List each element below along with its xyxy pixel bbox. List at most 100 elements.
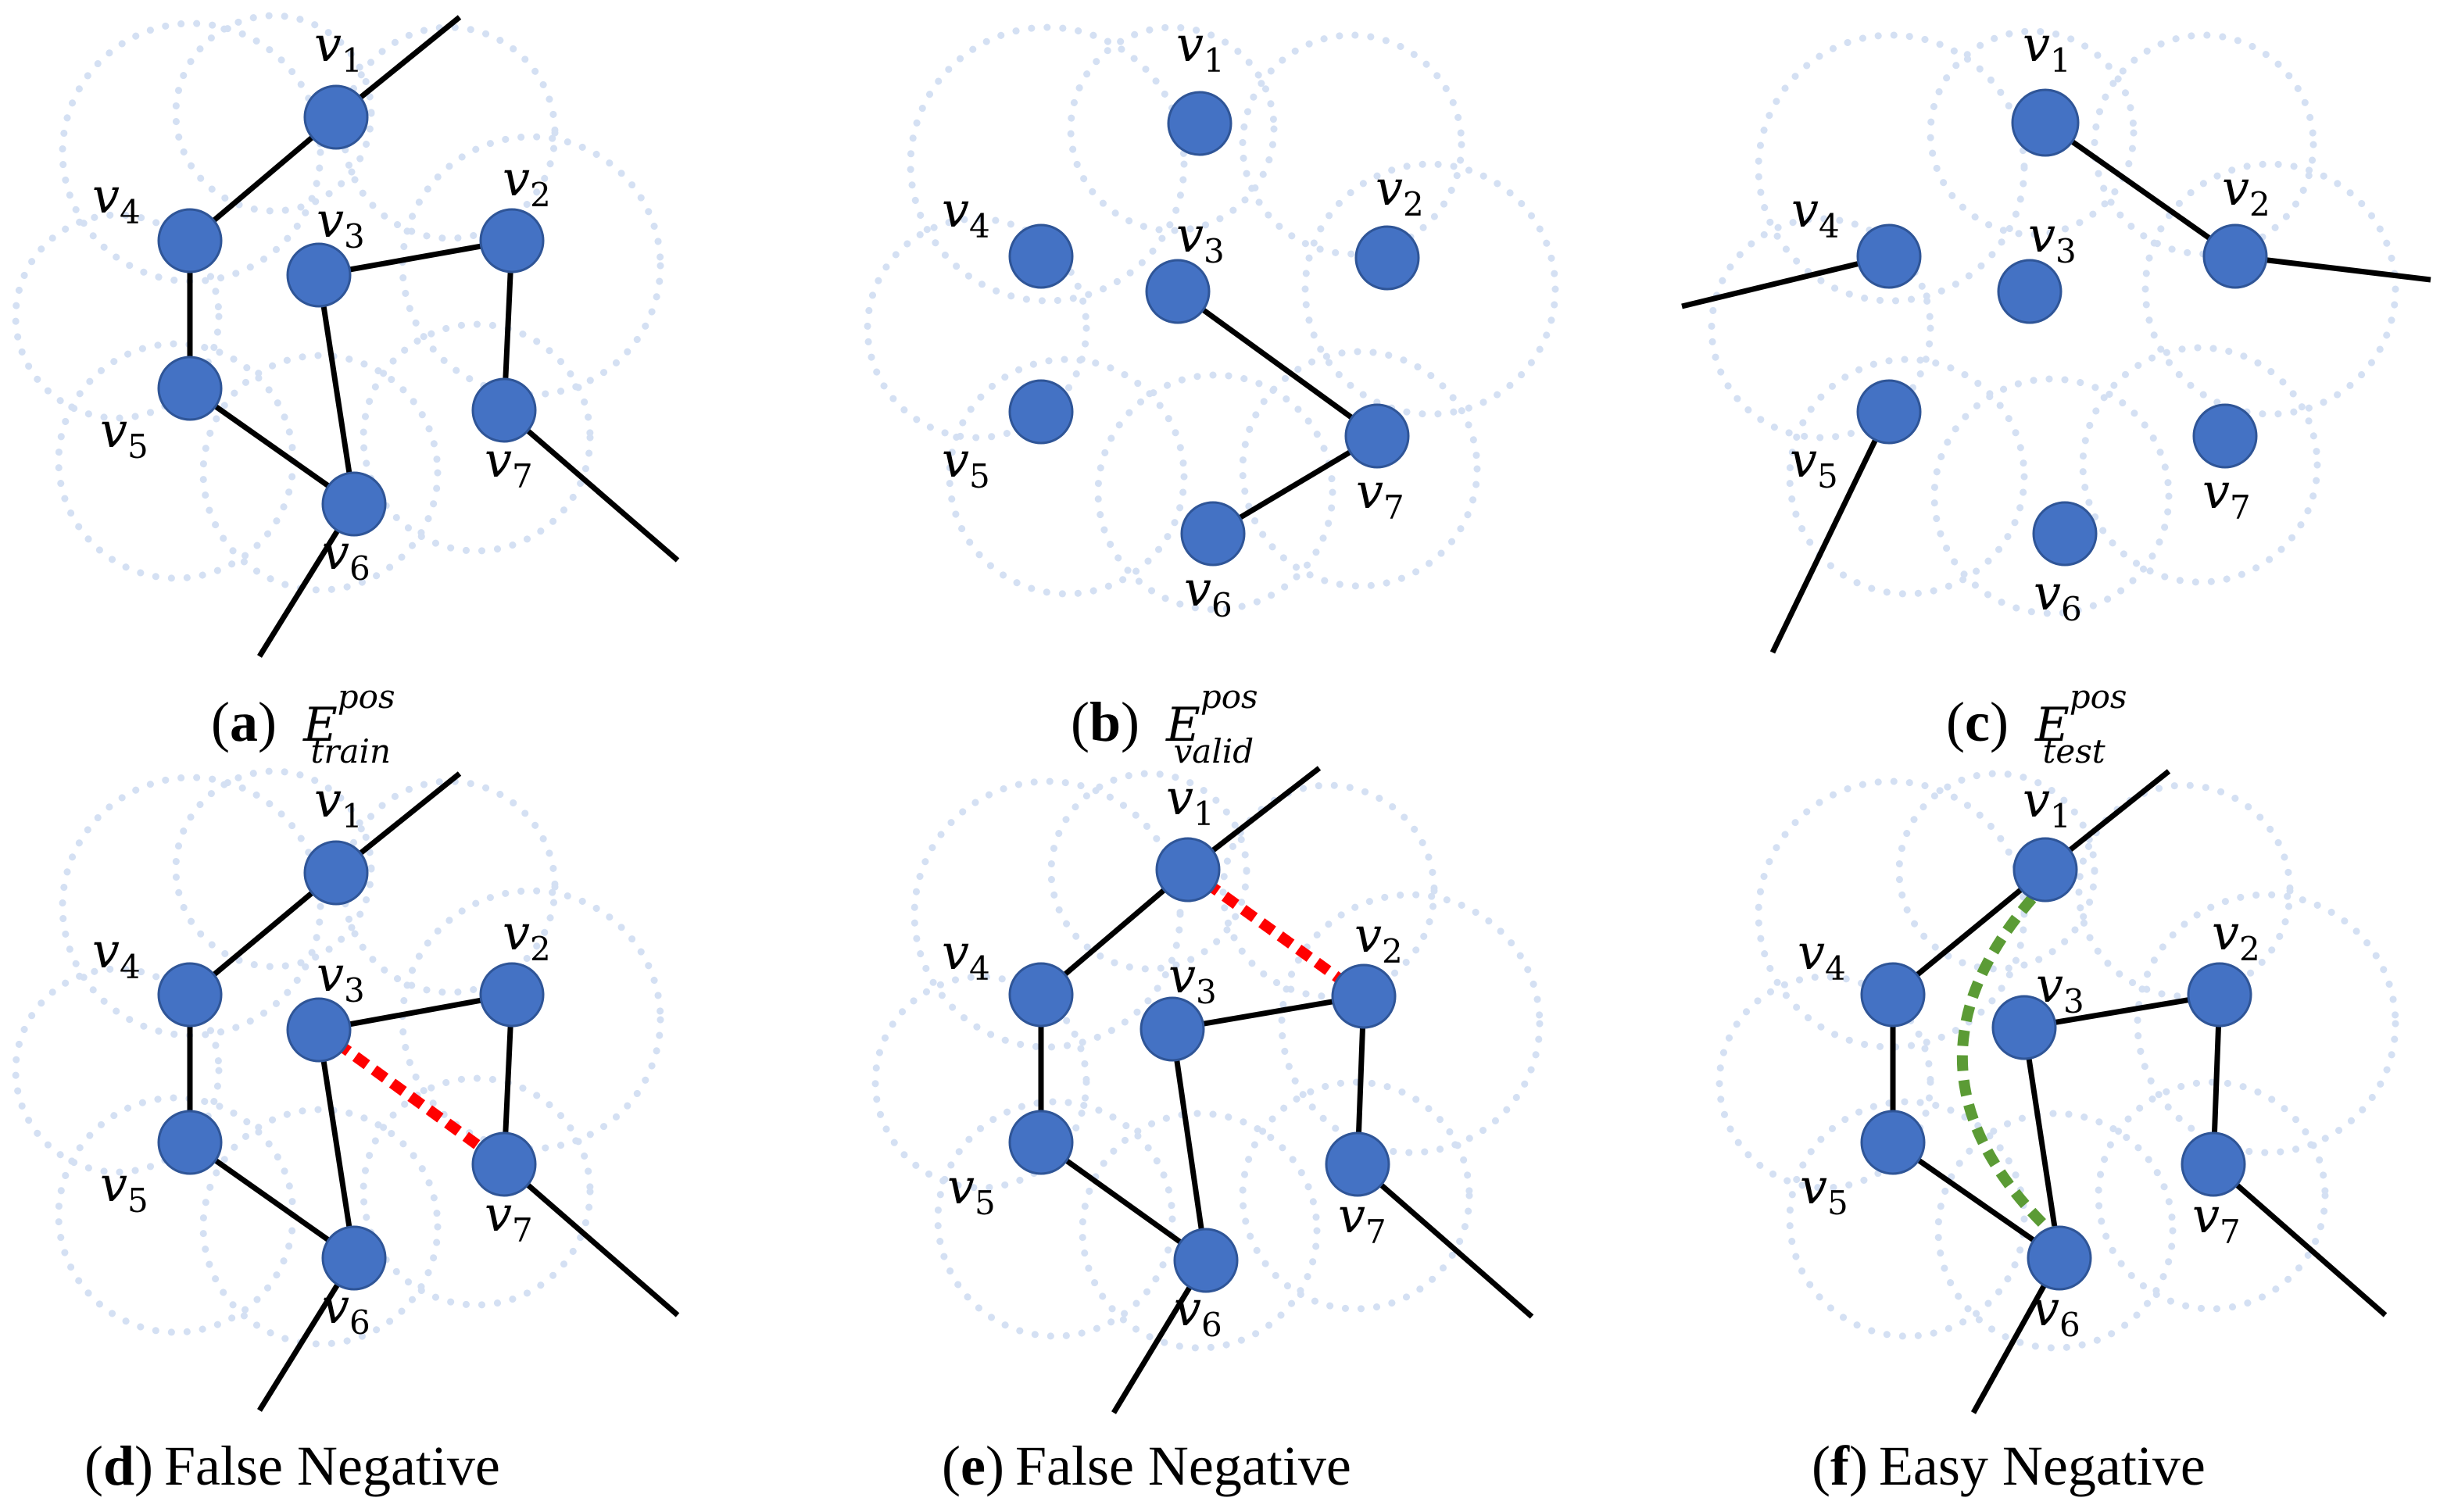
node-v6 [1180,501,1246,567]
label-v3: v3 [317,945,365,1010]
caption-d: (d)False Negative [84,1435,500,1497]
node-v5 [1008,379,1074,445]
node-v4 [157,208,223,273]
node-labels: v1 v2 v3 v4 v5 v6 v7 [942,16,1424,624]
neighborhood-clouds [871,770,1544,1352]
node-v6 [1173,1228,1239,1293]
graph-edges [187,15,680,658]
edge-v7-out [2211,1162,2388,1317]
node-v7 [2181,1131,2246,1197]
graph-nodes [1008,837,1397,1293]
label-v6: v6 [2032,1280,2080,1344]
graph-nodes [1008,91,1420,567]
label-v3: v3 [2036,956,2084,1021]
edge-v3-v6 [1169,1028,1209,1261]
node-v1 [2012,837,2078,903]
label-v2: v2 [1354,906,1403,970]
label-v7: v7 [485,431,533,495]
label-v1: v1 [314,16,363,80]
node-v6 [321,1225,387,1291]
label-v7: v7 [2192,1187,2241,1251]
label-v2: v2 [2212,904,2260,968]
edge-v3-v6 [2021,1027,2063,1259]
label-v7: v7 [1356,463,1404,527]
label-v5: v5 [1790,431,1838,495]
node-v1 [1155,837,1221,903]
edge-v4-out [1681,253,1890,309]
label-v3: v3 [317,191,365,256]
node-v1 [2011,88,2080,157]
node-v4 [1008,962,1074,1028]
edge-v3-v2 [318,992,513,1033]
label-v6: v6 [2034,564,2082,628]
label-v4: v4 [92,922,141,986]
node-v2 [1331,963,1397,1029]
graph-edges [1038,766,1534,1414]
node-v6 [321,471,387,537]
label-v7: v7 [2202,463,2251,527]
label-v6: v6 [1184,560,1233,624]
node-v1 [303,84,369,150]
node-v3 [286,242,352,308]
node-v5 [1860,1110,1926,1175]
easy-negative-edge-v1-v6 [1956,895,2055,1237]
node-labels: v1 v2 v3 v4 v5 v6 v7 [1798,771,2260,1344]
node-labels: v1 v2 v3 v4 v5 v6 v7 [942,769,1403,1344]
node-v2 [2202,223,2268,289]
node-v3 [1145,259,1211,324]
label-v4: v4 [942,181,990,245]
graph-nodes [157,84,545,537]
edge-v5-v6 [1891,1140,2061,1260]
label-v2: v2 [503,904,551,968]
edge-v3-v6 [316,274,357,505]
label-v1: v1 [1166,769,1215,833]
node-v2 [2187,962,2252,1028]
node-v2 [1354,225,1420,291]
label-v5: v5 [942,431,990,495]
edge-v1-v2 [2043,120,2238,259]
label-v4: v4 [1791,181,1840,245]
node-v3 [286,997,352,1063]
node-labels: v1 v2 v3 v4 v5 v6 v7 [1790,16,2270,628]
graph-edges [1681,120,2431,654]
edge-v1-v4 [1891,867,2048,997]
node-v3 [1991,995,2057,1060]
label-v1: v1 [1176,16,1225,80]
caption-e: (e)False Negative [942,1435,1351,1497]
node-v4 [1860,962,1926,1028]
edge-v7-out [502,1162,680,1317]
edge-v7-out [1355,1162,1534,1319]
edge-v3-v6 [316,1029,357,1259]
neighborhood-clouds [1708,27,2399,617]
edge-v5-v6 [1039,1140,1208,1263]
label-v3: v3 [1176,206,1225,270]
graph-nodes [157,840,545,1291]
node-v4 [1008,223,1074,289]
label-v5: v5 [1800,1158,1848,1222]
graph-edges [1175,289,1379,537]
edge-v3-v2 [318,238,513,278]
node-v3 [1140,996,1205,1062]
node-v7 [1344,403,1410,469]
node-v1 [303,840,369,906]
label-v4: v4 [92,167,141,231]
graph-nodes [1860,837,2252,1291]
label-v6: v6 [1174,1280,1222,1344]
node-v5 [157,356,223,421]
label-v5: v5 [100,402,148,466]
node-v5 [157,1110,223,1175]
label-v1: v1 [2023,16,2071,80]
node-labels: v1 v2 v3 v4 v5 v6 v7 [92,16,551,588]
node-v4 [157,962,223,1028]
label-v2: v2 [503,150,551,214]
label-v4: v4 [942,924,990,988]
edge-v3-v2 [2023,992,2220,1031]
neighborhood-clouds [1716,770,2399,1352]
label-v4: v4 [1798,924,1846,988]
